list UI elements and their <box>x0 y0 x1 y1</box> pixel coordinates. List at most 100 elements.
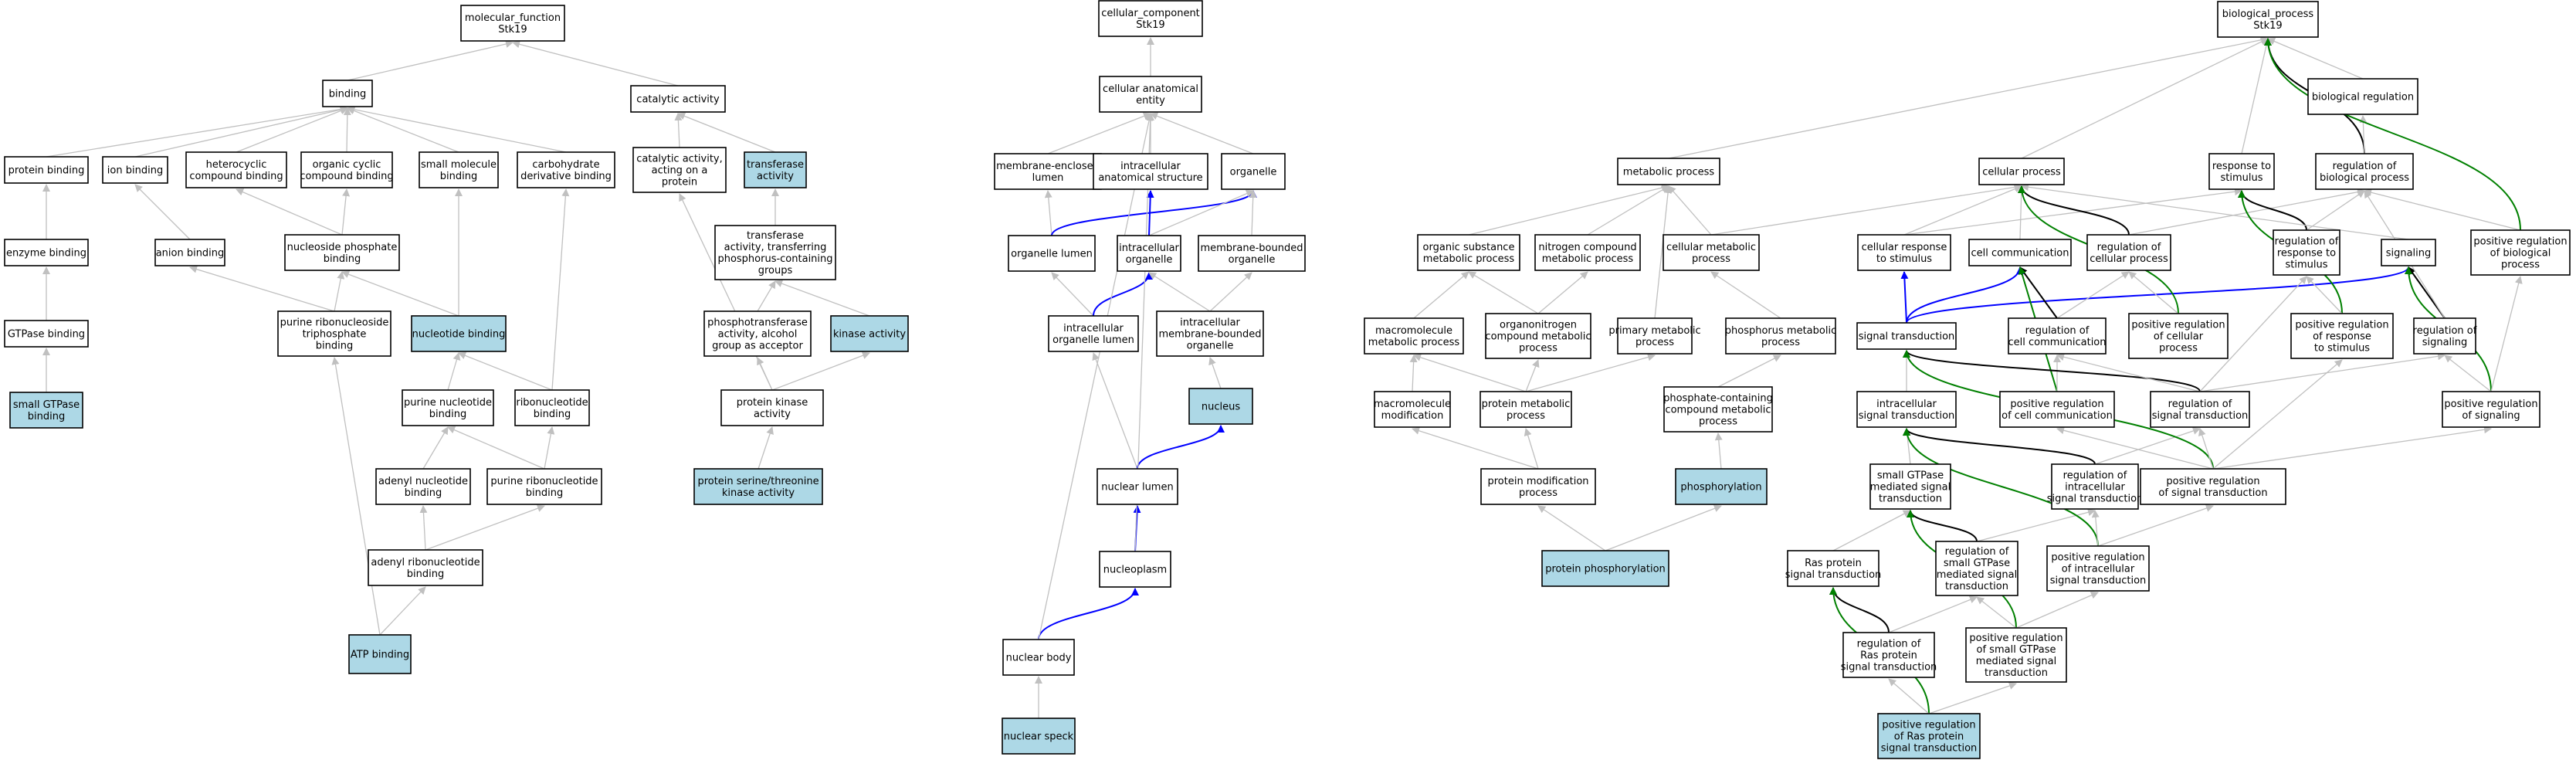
go-term-node-binding[interactable]: binding <box>322 80 373 107</box>
go-term-node-ionbind[interactable]: ion binding <box>102 156 168 184</box>
go-term-node-nucleus[interactable]: nucleus <box>1188 388 1253 425</box>
go-term-node-metab[interactable]: metabolic process <box>1617 158 1720 185</box>
go-term-box <box>2315 153 2414 190</box>
edge-part-of-nucbody-to-nucleoplasm <box>1038 588 1139 640</box>
go-term-box <box>1221 153 1286 190</box>
edge-is-a-possmallgtp-to-regsmallgtp <box>1976 596 2017 629</box>
go-term-node-bioreg[interactable]: biological regulation <box>2307 78 2418 115</box>
go-term-box <box>1008 235 1096 272</box>
edge-is-a-membbound-to-organelle <box>1249 190 1257 236</box>
go-term-label-line: nitrogen compound <box>1538 242 1636 253</box>
go-term-node-nucbody[interactable]: nuclear body <box>1002 639 1075 676</box>
go-term-node-nucleoplasm[interactable]: nucleoplasm <box>1099 551 1171 588</box>
go-term-node-sigtrans[interactable]: signal transduction <box>1856 322 1957 350</box>
go-term-node-atp[interactable]: ATP binding <box>348 634 412 674</box>
go-term-node-nucspeck[interactable]: nuclear speck <box>1002 718 1076 755</box>
go-term-box <box>1999 391 2115 428</box>
go-term-label-line: anatomical structure <box>1098 172 1202 184</box>
go-term-node-organelle[interactable]: organelle <box>1221 153 1286 190</box>
go-term-node-nucleotide[interactable]: nucleotide binding <box>411 315 507 352</box>
go-term-node-nuclumen[interactable]: nuclear lumen <box>1096 468 1178 505</box>
go-term-node-anion[interactable]: anion binding <box>154 239 225 266</box>
go-term-node-cellcomm[interactable]: cell communication <box>1968 239 2072 266</box>
go-term-node-kinase[interactable]: kinase activity <box>830 315 909 352</box>
go-term-node-protbind[interactable]: protein binding <box>4 156 89 184</box>
edge-part-of-orglumen-to-organelle <box>1051 190 1257 236</box>
edge-is-a-adenylribo-to-adenyl <box>419 505 428 551</box>
go-term-node-orglumen[interactable]: organelle lumen <box>1008 235 1096 272</box>
go-term-label-line: binding <box>329 89 366 100</box>
go-term-node-catalytic[interactable]: catalytic activity <box>630 85 726 113</box>
go-term-node-phosphorylation[interactable]: phosphorylation <box>1675 468 1768 505</box>
go-term-node-cellproc[interactable]: cellular process <box>1978 158 2065 185</box>
go-term-node-enzbind[interactable]: enzyme binding <box>4 239 89 266</box>
go-term-node-gtpase[interactable]: GTPase binding <box>4 320 89 348</box>
go-term-node-signaling[interactable]: signaling <box>2381 239 2436 266</box>
go-term-node-protphos[interactable]: protein phosphorylation <box>1541 550 1669 587</box>
edge-is-a-purinetri-to-anion <box>189 265 335 312</box>
